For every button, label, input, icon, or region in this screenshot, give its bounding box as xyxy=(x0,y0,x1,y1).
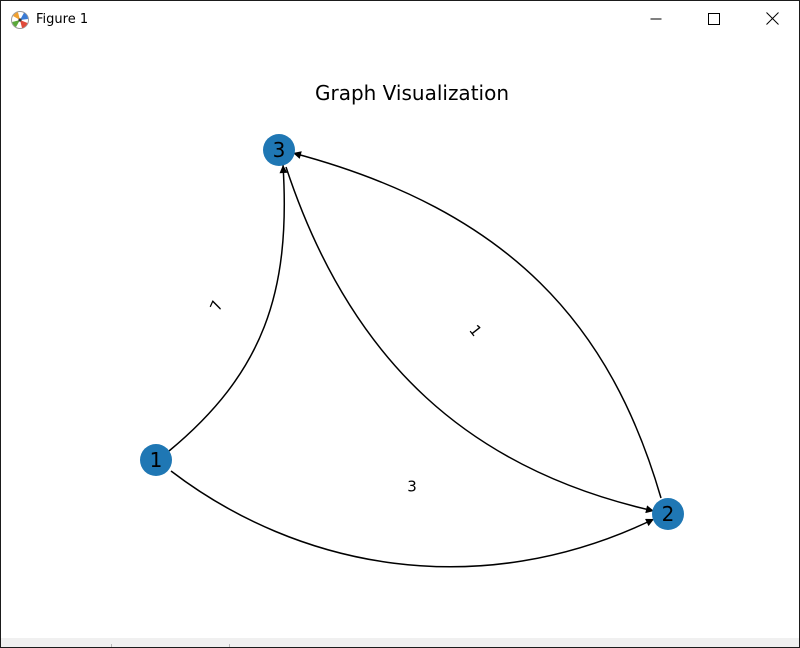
toolbar-separator xyxy=(229,644,230,647)
maximize-icon xyxy=(708,10,720,29)
edge-2-to-3 xyxy=(292,151,662,499)
node-marker xyxy=(652,498,684,530)
node-marker xyxy=(140,444,172,476)
title-bar[interactable]: Figure 1 xyxy=(1,1,799,38)
figure-canvas[interactable]: Graph Visualization 7 3 1 1 2 xyxy=(1,38,799,638)
close-icon xyxy=(765,10,779,29)
edge-label-1-3: 7 xyxy=(206,298,226,314)
edge-3-to-2 xyxy=(285,166,655,514)
edge-label-1-2: 3 xyxy=(407,478,417,496)
figure-title: Graph Visualization xyxy=(315,81,509,105)
graph-node-1: 1 xyxy=(140,444,172,476)
edge-1-to-2 xyxy=(170,470,655,568)
minimize-button[interactable] xyxy=(627,1,685,38)
node-marker xyxy=(263,134,295,166)
minimize-icon xyxy=(650,10,662,29)
node-label-2: 2 xyxy=(662,502,675,526)
graph-node-2: 2 xyxy=(652,498,684,530)
edge-label-3-2: 1 xyxy=(465,321,485,340)
graph-plot: Graph Visualization 7 3 1 1 2 xyxy=(140,81,684,568)
node-label-1: 1 xyxy=(150,448,163,472)
maximize-button[interactable] xyxy=(685,1,743,38)
matplotlib-figure-icon xyxy=(10,10,30,30)
toolbar-strip xyxy=(1,638,799,647)
graph-node-3: 3 xyxy=(263,134,295,166)
window-title: Figure 1 xyxy=(36,12,89,27)
close-button[interactable] xyxy=(743,1,799,38)
node-label-3: 3 xyxy=(273,138,286,162)
edge-1-to-3 xyxy=(168,164,288,452)
toolbar-separator xyxy=(111,644,112,647)
